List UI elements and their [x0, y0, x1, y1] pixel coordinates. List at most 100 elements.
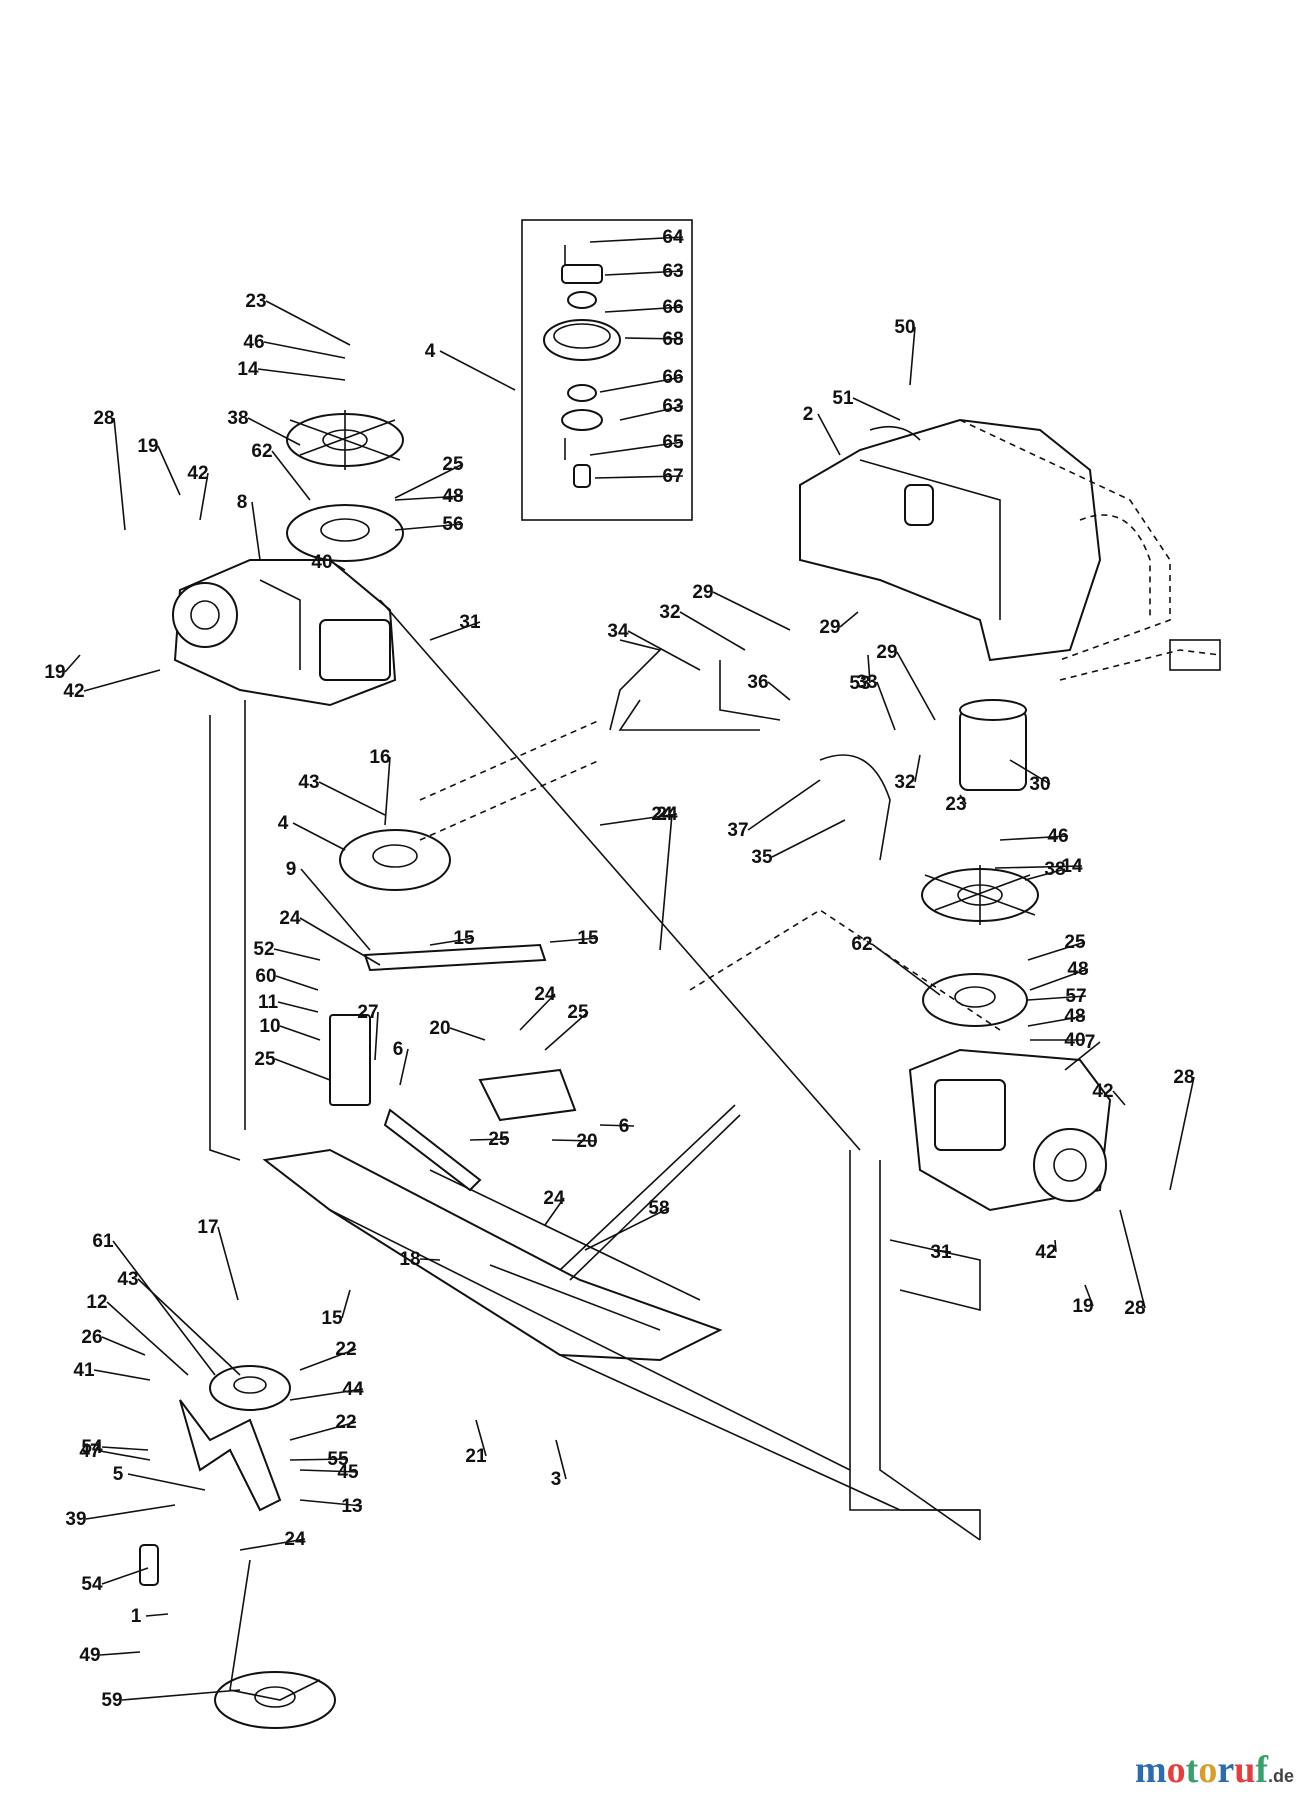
- callout-50: 50: [894, 317, 916, 386]
- part-number-label: 48: [1064, 1006, 1085, 1027]
- callout-6: 6: [393, 1039, 409, 1086]
- part-number-label: 5: [113, 1464, 124, 1485]
- callout-41: 41: [73, 1360, 151, 1381]
- part-number-label: 14: [1061, 856, 1083, 877]
- leader-line: [1027, 1015, 1086, 1027]
- leader-line: [429, 621, 481, 641]
- leader-line: [394, 495, 464, 501]
- part-number-label: 68: [662, 329, 683, 350]
- callout-37: 37: [727, 779, 821, 841]
- callout-39: 39: [65, 1504, 176, 1530]
- part-number-label: 20: [429, 1018, 450, 1039]
- part-number-label: 41: [73, 1360, 95, 1381]
- callout-36: 36: [747, 672, 791, 701]
- part-number-label: 24: [656, 804, 678, 825]
- leader-line: [555, 1439, 567, 1480]
- part-number-label: 66: [662, 367, 683, 388]
- part-number-label: 64: [662, 227, 684, 248]
- part-number-label: 8: [237, 492, 248, 513]
- part-number-label: 58: [648, 1198, 669, 1219]
- part-number-label: 53: [849, 673, 870, 694]
- callout-31: 31: [930, 1242, 952, 1263]
- part-number-label: 54: [81, 1574, 103, 1595]
- part-number-label: 45: [337, 1462, 359, 1483]
- part-number-label: 37: [727, 820, 748, 841]
- callout-17: 17: [197, 1217, 239, 1301]
- callout-23: 23: [945, 794, 967, 815]
- callout-58: 58: [584, 1198, 670, 1251]
- callout-30: 30: [1009, 759, 1051, 795]
- part-number-label: 15: [453, 928, 475, 949]
- callout-51: 51: [832, 388, 901, 421]
- callout-53: 53: [849, 654, 871, 694]
- part-number-label: 17: [197, 1217, 218, 1238]
- part-number-label: 56: [442, 514, 463, 535]
- part-number-label: 3: [551, 1469, 562, 1490]
- leader-line: [101, 1336, 146, 1356]
- leader-line: [1054, 1239, 1057, 1253]
- part-number-label: 55: [327, 1449, 349, 1470]
- callout-18: 18: [399, 1249, 441, 1270]
- part-number-label: 24: [534, 984, 556, 1005]
- part-number-label: 40: [311, 552, 332, 573]
- part-number-label: 47: [79, 1441, 100, 1462]
- leader-line: [584, 1207, 670, 1251]
- part-number-label: 18: [399, 1249, 420, 1270]
- callout-9: 9: [286, 859, 371, 951]
- callout-32: 32: [894, 754, 921, 793]
- callout-62: 62: [851, 934, 941, 996]
- leader-line: [299, 1499, 363, 1507]
- leader-line: [275, 975, 319, 991]
- part-number-label: 7: [1085, 1032, 1096, 1053]
- logo-letter: f: [1255, 1749, 1268, 1791]
- callout-19: 19: [1072, 1284, 1094, 1317]
- leader-line: [394, 523, 464, 531]
- part-number-label: 15: [577, 928, 599, 949]
- callout-42: 42: [1035, 1239, 1057, 1263]
- filter-30: [959, 699, 1027, 791]
- part-number-label: 4: [278, 813, 289, 834]
- callout-29: 29: [819, 611, 859, 638]
- part-number-label: 42: [187, 463, 208, 484]
- leader-line: [959, 794, 967, 805]
- logo-letter: m: [1135, 1749, 1167, 1791]
- leader-line: [239, 1538, 306, 1551]
- part-number-label: 24: [651, 804, 673, 825]
- callout-54: 54: [81, 1567, 149, 1595]
- leader-line: [679, 611, 746, 651]
- callout-55: 55: [289, 1449, 349, 1470]
- leader-line: [589, 236, 684, 243]
- leader-line: [257, 368, 346, 381]
- part-number-label: 61: [92, 1231, 114, 1252]
- callout-35: 35: [751, 819, 846, 868]
- callout-25: 25: [1027, 932, 1086, 961]
- callout-61: 61: [92, 1231, 216, 1376]
- leader-line: [1119, 1209, 1146, 1309]
- part-number-label: 27: [357, 1002, 378, 1023]
- part-number-label: 25: [254, 1049, 276, 1070]
- callout-47: 47: [79, 1441, 151, 1462]
- fan-left: [286, 410, 404, 470]
- part-number-label: 25: [488, 1129, 510, 1150]
- part-number-label: 31: [930, 1242, 952, 1263]
- callout-54: 54: [81, 1437, 149, 1458]
- engine-block: [799, 418, 1221, 681]
- leader-line: [519, 993, 556, 1031]
- part-number-label: 24: [279, 908, 301, 929]
- leader-line: [273, 948, 321, 961]
- part-number-label: 50: [894, 317, 915, 338]
- logo-letter: o: [1166, 1749, 1186, 1791]
- part-number-label: 38: [227, 408, 248, 429]
- part-number-label: 43: [117, 1269, 138, 1290]
- part-number-label: 51: [832, 388, 854, 409]
- callout-15: 15: [549, 928, 599, 949]
- leader-line: [101, 1446, 149, 1451]
- callout-24: 24: [543, 1188, 565, 1226]
- callout-27: 27: [357, 1002, 379, 1061]
- callout-29: 29: [876, 642, 936, 721]
- leader-line: [1112, 1090, 1126, 1106]
- callout-45: 45: [299, 1462, 359, 1483]
- part-number-label: 35: [751, 847, 773, 868]
